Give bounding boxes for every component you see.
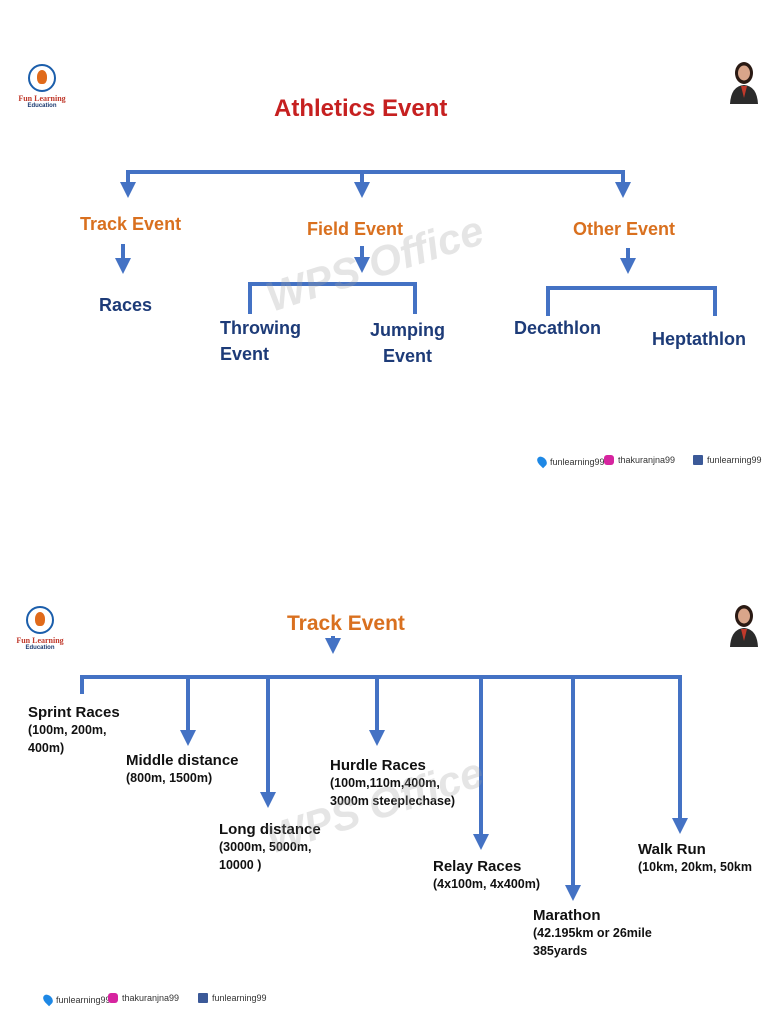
logo-line2: Education	[27, 103, 57, 109]
location-pin-icon	[535, 454, 549, 469]
middle-line1: (800m, 1500m)	[126, 771, 213, 785]
social-facebook-2: funlearning99	[198, 993, 267, 1003]
slide2-title: Track Event	[287, 612, 405, 635]
item-walk-run: Walk Run (10km, 20km, 50km	[638, 841, 752, 876]
presenter-avatar-2	[730, 605, 758, 647]
category-track: Track Event	[80, 214, 182, 234]
social-location-text: funlearning99	[550, 456, 605, 467]
presenter-avatar	[730, 62, 758, 104]
social-instagram-2: thakuranjna99	[108, 993, 179, 1003]
instagram-icon	[604, 455, 614, 465]
item-marathon: Marathon (42.195km or 26mile 385yards	[533, 907, 652, 960]
facebook-icon	[198, 993, 208, 1003]
item-middle-distance: Middle distance (800m, 1500m)	[126, 752, 239, 787]
social-facebook-text: funlearning99	[212, 993, 267, 1003]
social-location-text: funlearning99	[56, 994, 111, 1005]
middle-title: Middle distance	[126, 752, 239, 769]
marathon-line1: (42.195km or 26mile	[533, 926, 652, 940]
social-instagram-text: thakuranjna99	[618, 455, 676, 465]
marathon-title: Marathon	[533, 907, 601, 924]
facebook-icon	[693, 455, 703, 465]
social-facebook-text: funlearning99	[707, 455, 762, 465]
node-throwing-event: Throwing Event	[220, 315, 301, 367]
node-heptathlon: Heptathlon	[652, 329, 746, 349]
logo-line2: Education	[25, 645, 55, 651]
relay-line1: (4x100m, 4x400m)	[433, 877, 541, 891]
item-relay-races: Relay Races (4x100m, 4x400m)	[433, 858, 540, 893]
logo-mark-icon	[26, 606, 54, 634]
hurdle-line2: 3000m steeplechase)	[330, 794, 456, 808]
item-long-distance: Long distance (3000m, 5000m, 10000 )	[219, 821, 321, 874]
node-jumping-event: Jumping Event	[370, 317, 445, 369]
long-line1: (3000m, 5000m,	[219, 840, 312, 854]
category-other: Other Event	[573, 219, 676, 239]
walk-line1: (10km, 20km, 50km	[638, 860, 752, 874]
category-field: Field Event	[307, 219, 404, 239]
hurdle-line1: (100m,110m,400m,	[330, 776, 440, 790]
walk-title: Walk Run	[638, 841, 706, 858]
location-pin-icon	[41, 992, 55, 1007]
long-title: Long distance	[219, 821, 321, 838]
relay-title: Relay Races	[433, 858, 522, 875]
logo-mark-icon	[28, 64, 56, 92]
throwing-line2: Event	[220, 344, 270, 364]
brand-logo-2: Fun Learning Education	[12, 606, 68, 651]
brand-logo: Fun Learning Education	[14, 64, 70, 109]
long-line2: 10000 )	[219, 858, 262, 872]
hurdle-title: Hurdle Races	[330, 757, 426, 774]
item-sprint-races: Sprint Races (100m, 200m, 400m)	[28, 704, 120, 757]
slide1-title: Athletics Event	[274, 95, 448, 122]
sprint-title: Sprint Races	[28, 704, 120, 721]
sprint-line1: (100m, 200m,	[28, 723, 107, 737]
jumping-line1: Jumping	[370, 320, 445, 340]
jumping-line2: Event	[382, 346, 433, 366]
node-races: Races	[99, 295, 153, 315]
social-location-1: funlearning99	[535, 454, 605, 469]
node-decathlon: Decathlon	[514, 318, 602, 338]
logo-line1: Fun Learning	[16, 636, 64, 645]
marathon-line2: 385yards	[533, 944, 588, 958]
social-facebook-1: funlearning99	[693, 455, 762, 465]
item-hurdle-races: Hurdle Races (100m,110m,400m, 3000m stee…	[330, 757, 455, 810]
instagram-icon	[108, 993, 118, 1003]
logo-line1: Fun Learning	[18, 94, 66, 103]
social-instagram-text: thakuranjna99	[122, 993, 180, 1003]
social-instagram-1: thakuranjna99	[604, 455, 675, 465]
throwing-line1: Throwing	[220, 318, 301, 338]
social-location-2: funlearning99	[41, 992, 111, 1007]
sprint-line2: 400m)	[28, 741, 65, 755]
